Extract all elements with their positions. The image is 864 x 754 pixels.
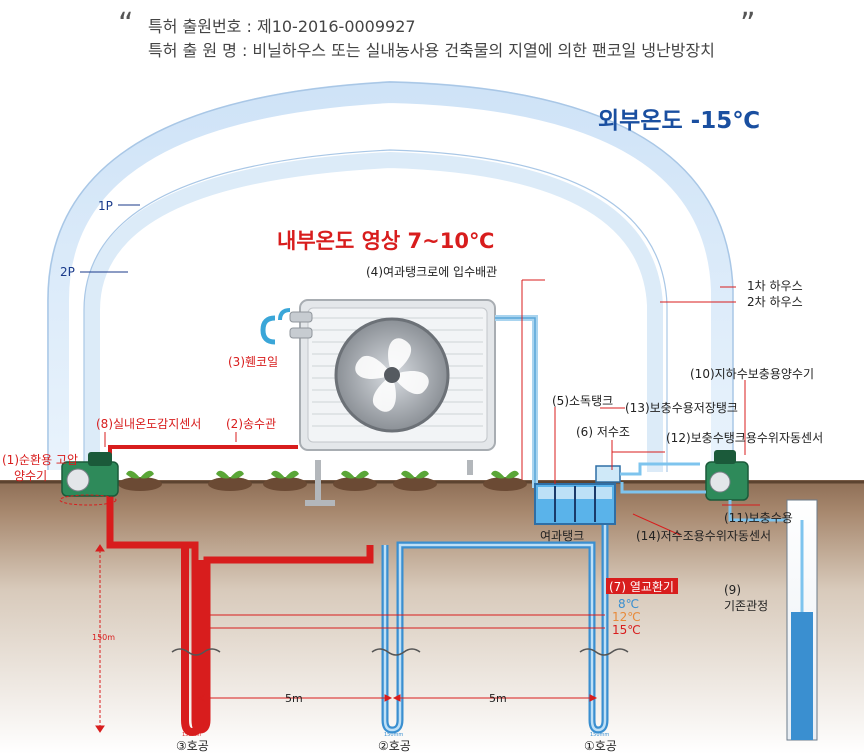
label-supplement-pump: (11)보충수용 — [724, 511, 793, 525]
temp-15: 15℃ — [612, 623, 641, 637]
filter-tank — [534, 483, 616, 525]
open-quote: “ — [118, 7, 134, 42]
label-heat-exchange: (7) 열교환기 — [609, 580, 674, 594]
label-1p: 1P — [98, 199, 113, 213]
temp-12: 12℃ — [612, 610, 641, 624]
label-dia1: 150mm — [590, 732, 609, 738]
label-dia2: 150mm — [384, 732, 403, 738]
label-gap2: 5m — [489, 692, 507, 705]
inlet-pipe — [495, 315, 538, 488]
patent-number: 특허 출원번호 : 제10-2016-0009927 — [148, 17, 416, 36]
label-inlet-pipe: (4)여과탱크로에 입수배관 — [366, 265, 497, 279]
plant — [208, 470, 252, 491]
label-sensor: (8)실내온도감지센서 — [96, 417, 201, 431]
outer-greenhouse-arch — [47, 80, 733, 472]
plant — [483, 470, 527, 491]
plant-row — [118, 470, 527, 491]
inside-temp: 내부온도 영상 7~10℃ — [277, 229, 494, 253]
label-reservoir: (6) 저수조 — [576, 425, 630, 439]
patent-title: 특허 출 원 명 : 비닐하우스 또는 실내농사용 건축물의 지열에 의한 팬코… — [148, 41, 715, 60]
label-filter-tank: 여과탱크 — [540, 529, 584, 543]
label-2p: 2P — [60, 265, 75, 279]
label-connectors — [104, 279, 760, 536]
label-hole2: ②호공 — [378, 739, 411, 753]
temp-8: 8℃ — [618, 597, 639, 611]
label-depth: 150m — [92, 633, 115, 642]
depth-break-marks — [171, 648, 629, 656]
label-reservoir-sensor: (14)저수조용수위자동센서 — [636, 529, 771, 543]
p-connectors — [80, 204, 140, 273]
heat-exchange-badge — [606, 578, 678, 594]
dimension-lines — [95, 544, 605, 733]
plant — [263, 470, 307, 491]
label-supplement-storage: (13)보충수용저장탱크 — [625, 401, 738, 415]
label-hole3: ③호공 — [176, 739, 209, 753]
label-supply-pipe: (2)송수관 — [226, 417, 276, 431]
label-house1: 1차 하우스 — [747, 279, 803, 293]
fan-coil-unit — [260, 299, 496, 506]
plant — [118, 470, 162, 491]
plant — [333, 470, 377, 491]
label-pump-high-1: (1)순환용 고압 — [2, 453, 78, 467]
label-existing-well-1: (9) — [724, 583, 741, 597]
label-existing-well-2: 기존관정 — [724, 599, 768, 613]
label-gap1: 5m — [285, 692, 303, 705]
plant — [393, 470, 437, 491]
supply-pipe-hot — [108, 445, 298, 470]
outer-greenhouse-edge — [47, 81, 734, 472]
label-fan-coil: (3)휀코일 — [228, 355, 278, 369]
label-pump-high-2: 양수기 — [14, 469, 47, 483]
label-ground-pump: (10)지하수보충용양수기 — [690, 367, 814, 381]
inner-greenhouse-edge — [83, 149, 668, 472]
label-hole1: ①호공 — [584, 739, 617, 753]
label-house2: 2차 하우스 — [747, 295, 803, 309]
groundwater-pump-icon — [620, 450, 790, 522]
existing-well — [786, 499, 818, 741]
circulation-pump-icon — [59, 452, 119, 506]
outside-temp: 외부온도 -15℃ — [598, 108, 760, 134]
label-auto-sensor: (12)보충수탱크용수위자동센서 — [666, 431, 823, 445]
label-disinfect-tank: (5)소독탱크 — [552, 394, 613, 408]
label-dia3: 150mm — [182, 732, 201, 738]
close-quote: ” — [740, 7, 756, 42]
supplement-storage-tank — [595, 462, 700, 483]
inner-greenhouse-arch — [84, 151, 663, 472]
soil-ground — [0, 480, 864, 754]
